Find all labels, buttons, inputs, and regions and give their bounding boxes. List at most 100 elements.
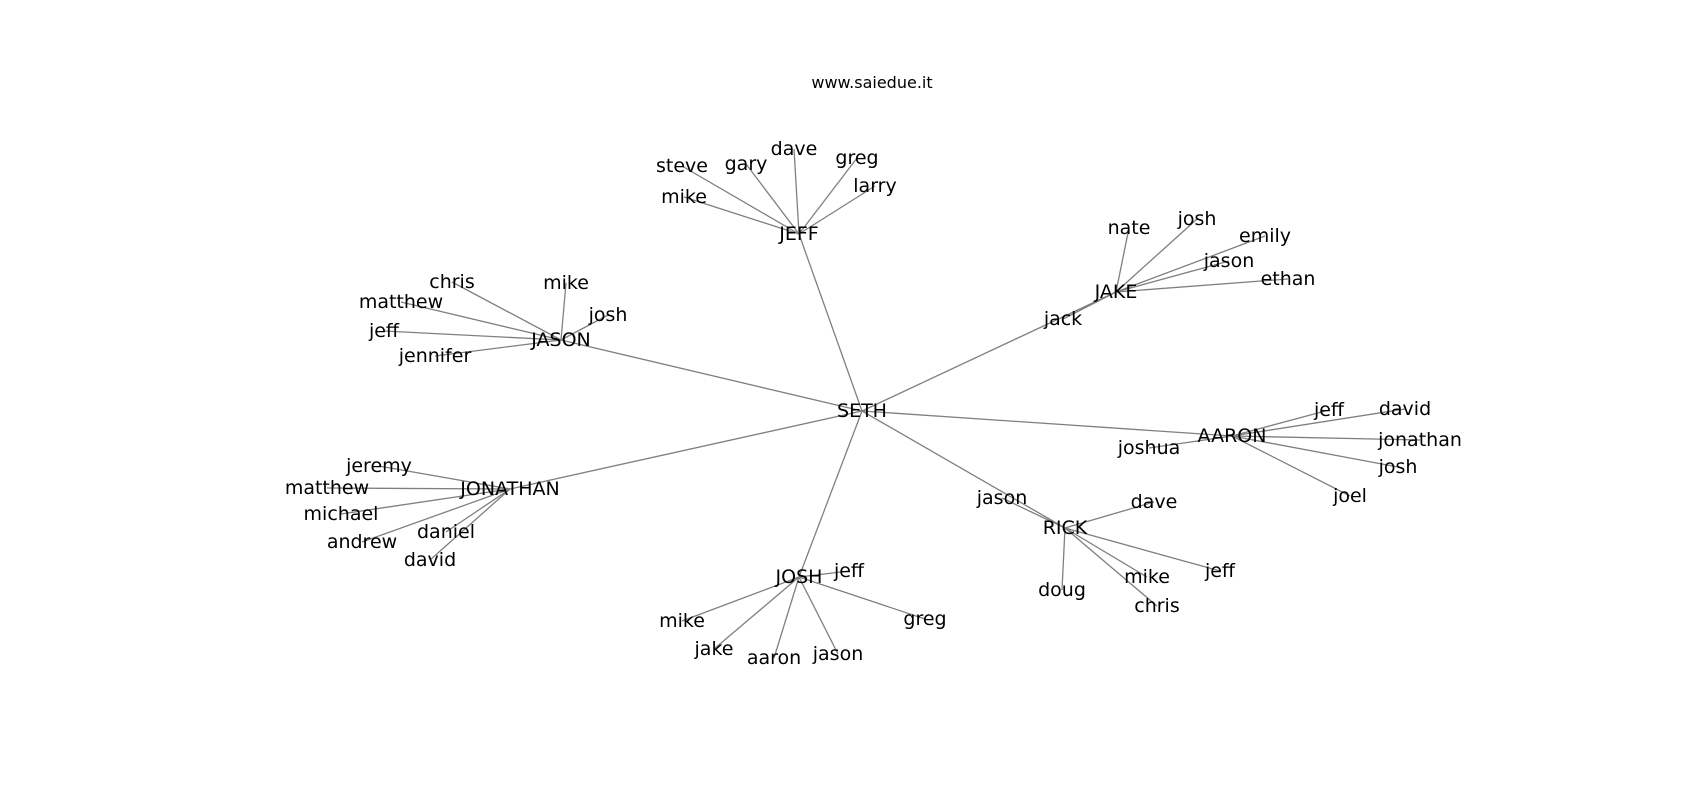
leaf-node-jeff-mike: mike	[661, 186, 707, 208]
edge-root-jeff	[798, 233, 863, 412]
edge-jake-ethan	[1115, 278, 1289, 293]
leaf-node-josh-jason: jason	[812, 643, 864, 665]
leaf-node-jason-mike: mike	[543, 272, 589, 294]
leaf-node-aaron-jeff: jeff	[1313, 399, 1345, 421]
leaf-node-aaron-josh: josh	[1378, 456, 1418, 478]
edge-rick-doug	[1061, 527, 1066, 591]
hub-node-jason: JASON	[530, 329, 591, 351]
leaf-node-rick-doug: doug	[1038, 579, 1086, 601]
edge-aaron-david	[1231, 408, 1406, 437]
hub-node-rick: RICK	[1043, 517, 1088, 539]
leaf-node-jake-nate: nate	[1108, 217, 1151, 239]
edge-root-rick	[861, 410, 1066, 529]
leaf-node-jake-ethan: ethan	[1261, 268, 1316, 290]
edge-aaron-joel	[1231, 435, 1351, 497]
edge-jonathan-michael	[340, 488, 511, 515]
edge-aaron-joshua	[1148, 435, 1233, 449]
edge-aaron-jeff	[1231, 409, 1330, 437]
edge-root-josh	[798, 410, 863, 578]
leaf-node-jake-jason: jason	[1203, 250, 1255, 272]
edge-jeff-greg	[798, 157, 858, 235]
leaf-node-jonathan-michael: michael	[304, 503, 379, 525]
edge-jason-jeff	[383, 330, 562, 341]
edge-josh-jake	[713, 576, 800, 650]
leaf-node-aaron-david: david	[1379, 398, 1431, 420]
leaf-node-jake-josh: josh	[1177, 208, 1217, 230]
edge-root-aaron	[861, 410, 1233, 437]
leaf-node-jeff-dave: dave	[771, 138, 818, 160]
edge-jason-josh	[560, 314, 609, 341]
edge-jake-nate	[1115, 227, 1130, 293]
leaf-node-rick-chris: chris	[1134, 595, 1179, 617]
edge-josh-jeff	[798, 570, 850, 578]
edge-root-jason	[560, 339, 863, 412]
leaf-node-aaron-joshua: joshua	[1117, 437, 1181, 459]
leaf-node-jason-josh: josh	[588, 304, 628, 326]
leaf-node-rick-dave: dave	[1131, 491, 1178, 513]
leaf-node-jeff-gary: gary	[725, 153, 768, 175]
edge-aaron-josh	[1231, 435, 1399, 468]
edge-jeff-steve	[681, 165, 800, 235]
leaf-node-jonathan-daniel: daniel	[417, 521, 475, 543]
edge-jeff-larry	[798, 185, 876, 235]
leaf-node-josh-mike: mike	[659, 610, 705, 632]
edge-jonathan-jeremy	[378, 465, 511, 490]
watermark-text: www.saiedue.it	[811, 73, 932, 92]
leaf-node-jason-jennifer: jennifer	[398, 345, 472, 367]
edge-jonathan-matthew	[326, 487, 511, 490]
leaf-node-jeff-larry: larry	[853, 175, 896, 197]
edge-rick-mike	[1064, 527, 1148, 578]
leaf-node-rick-mike: mike	[1124, 566, 1170, 588]
leaf-node-rick-jeff: jeff	[1204, 560, 1236, 582]
edge-jake-josh	[1115, 218, 1198, 293]
edge-rick-jason	[1001, 497, 1066, 529]
leaf-node-josh-jeff: jeff	[833, 560, 865, 582]
edge-josh-greg	[798, 576, 926, 620]
leaf-node-aaron-jonathan: jonathan	[1377, 429, 1462, 451]
leaf-node-jason-chris: chris	[429, 271, 474, 293]
leaf-node-aaron-joel: joel	[1332, 485, 1367, 507]
edge-josh-aaron	[773, 576, 800, 659]
edge-jake-jack	[1062, 291, 1117, 320]
edge-jake-jason	[1115, 260, 1230, 293]
edge-jason-mike	[560, 282, 567, 341]
edge-jonathan-andrew	[361, 488, 511, 543]
leaf-node-josh-greg: greg	[903, 608, 946, 630]
leaf-node-jake-jack: jack	[1043, 308, 1082, 330]
hub-node-aaron: AARON	[1198, 425, 1267, 447]
leaf-node-jason-matthew: matthew	[359, 291, 443, 313]
edge-rick-chris	[1064, 527, 1158, 607]
hub-node-jonathan: JONATHAN	[459, 478, 559, 500]
leaf-node-jason-jeff: jeff	[368, 320, 400, 342]
edge-rick-jeff	[1064, 527, 1221, 572]
leaf-node-jonathan-andrew: andrew	[327, 531, 397, 553]
hub-node-jake: JAKE	[1094, 281, 1138, 303]
edges-layer	[326, 148, 1421, 659]
leaf-node-jeff-steve: steve	[656, 155, 708, 177]
edge-jeff-dave	[793, 148, 800, 235]
hub-node-jeff: JEFF	[778, 223, 818, 245]
edge-root-jonathan	[509, 410, 863, 490]
edge-josh-mike	[681, 576, 800, 622]
leaf-node-jonathan-jeremy: jeremy	[345, 455, 412, 477]
edge-jeff-gary	[745, 163, 800, 235]
root-node-label: SETH	[837, 400, 887, 422]
edge-jonathan-daniel	[445, 488, 511, 533]
edge-jeff-mike	[683, 196, 800, 235]
edge-rick-dave	[1064, 501, 1155, 529]
leaf-node-josh-aaron: aaron	[747, 647, 801, 669]
leaf-node-jake-emily: emily	[1239, 225, 1291, 247]
leaf-node-jeff-greg: greg	[835, 147, 878, 169]
edge-josh-jason	[798, 576, 839, 655]
leaf-node-josh-jake: jake	[694, 638, 734, 660]
leaf-node-rick-jason: jason	[976, 487, 1028, 509]
leaf-node-jonathan-david: david	[404, 549, 456, 571]
edge-root-jake	[861, 291, 1117, 412]
edge-jason-matthew	[400, 301, 562, 341]
edge-aaron-jonathan	[1231, 435, 1421, 441]
edge-jonathan-david	[429, 488, 511, 561]
edge-jason-chris	[451, 281, 562, 341]
edge-jason-jennifer	[434, 339, 562, 357]
